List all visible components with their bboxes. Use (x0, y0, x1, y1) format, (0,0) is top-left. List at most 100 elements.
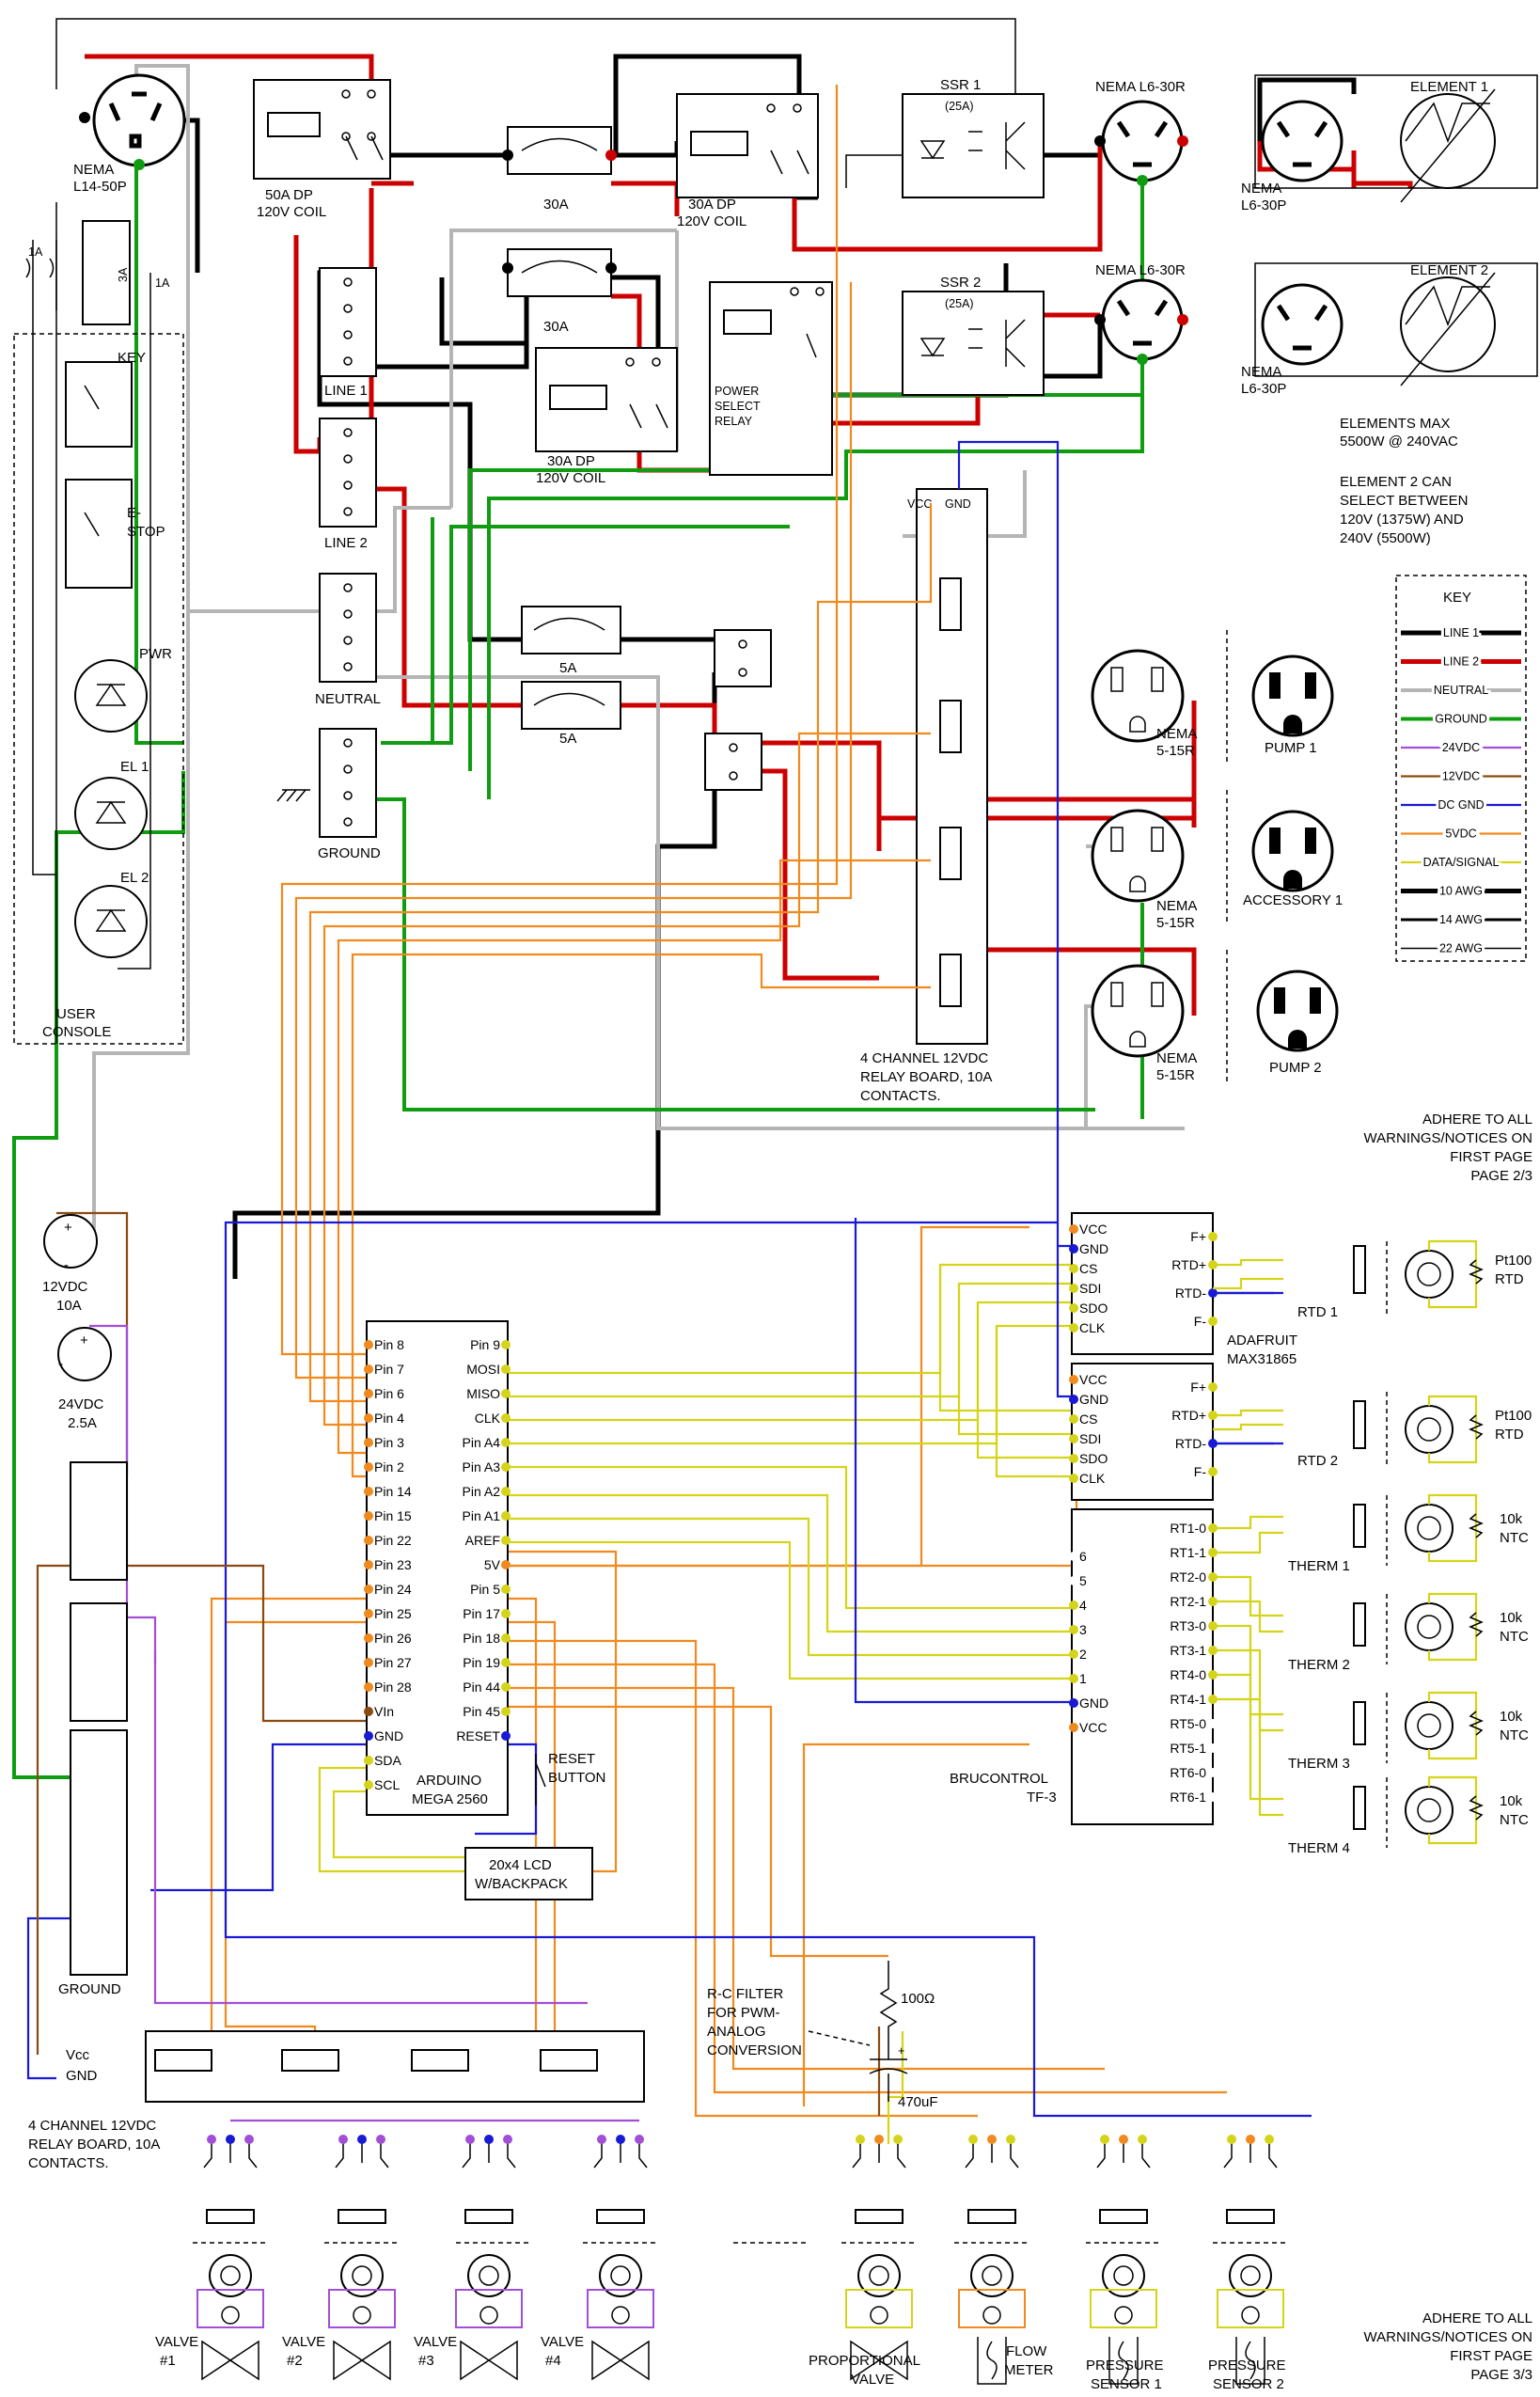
relay-board-top-3: CONTACTS. (860, 1088, 941, 1104)
ard-left-pin-9: Pin 23 (374, 1557, 412, 1572)
ard-right-pin-4: Pin A4 (463, 1435, 501, 1450)
dev-head-inner-1 (352, 2265, 372, 2286)
dev-pin-b-6 (1119, 2135, 1128, 2144)
rc-note-1: R-C FILTER (707, 1986, 784, 2002)
probe-inner-4 (1417, 1713, 1441, 1738)
fuse-5a-label-2: 5A (559, 731, 576, 747)
dev-plug-6 (1099, 2209, 1148, 2224)
ard-right-dot-12 (501, 1633, 511, 1643)
psu12-label-2: 10A (56, 1298, 82, 1314)
bru-rpin-3: RT2-1 (1170, 1594, 1206, 1609)
adhere-p3-4: PAGE 3/3 (1470, 2367, 1532, 2383)
max1-rpin-2: RTD- (1175, 1436, 1207, 1451)
key-label-1: LINE 2 (1443, 655, 1479, 669)
r100-label: 100Ω (901, 1991, 935, 2007)
note-e2-1: ELEMENT 2 CAN (1340, 474, 1452, 490)
receptacle-pump2: NEMA 5-15R PUMP 2 (1091, 964, 1339, 1083)
max0-ldot-5 (1069, 1323, 1078, 1333)
dev-wiring-6 (1090, 2289, 1157, 2328)
ard-right-pin-13: Pin 19 (463, 1655, 500, 1670)
dev-head-3 (599, 2254, 642, 2297)
dev-plug-3 (596, 2209, 645, 2224)
note-e2-3: 120V (1375W) AND (1340, 512, 1464, 528)
psu12-label-1: 12VDC (42, 1279, 88, 1295)
ard-right-dot-11 (501, 1609, 511, 1618)
probe-5 (1405, 1786, 1454, 1835)
psu24-label-2: 2.5A (68, 1415, 97, 1431)
element1-plug-2: L6-30P (1241, 197, 1286, 213)
fuse-3a-label: 3A (117, 267, 130, 282)
fuse-30a-2: 30A (502, 248, 617, 335)
max0-rpin-3: F- (1194, 1314, 1207, 1329)
bru-ldot-5 (1069, 1674, 1078, 1683)
dev-pin-a-4 (856, 2135, 865, 2144)
dev-pin-b-7 (1246, 2135, 1255, 2144)
ard-left-pin-14: Pin 28 (374, 1679, 412, 1695)
ard-right-pin-0: Pin 9 (470, 1337, 500, 1352)
max1-ldot-1 (1069, 1395, 1078, 1404)
dev-plug-7 (1226, 2209, 1275, 2224)
power-select-relay: POWER SELECT RELAY (709, 281, 833, 476)
ard-left-pin-2: Pin 6 (374, 1386, 404, 1401)
dev-body-7 (1241, 2306, 1260, 2325)
bru-lpin-0: 6 (1079, 1549, 1087, 1564)
lcd-label-2: W/BACKPACK (475, 1876, 568, 1892)
ard-right-pin-10: Pin 5 (470, 1582, 500, 1597)
bru-rpin-0: RT1-0 (1170, 1521, 1206, 1536)
dev-head-inner-0 (220, 2265, 241, 2286)
key-label-3: GROUND (1435, 713, 1487, 726)
ard-right-pin-12: Pin 18 (463, 1631, 500, 1646)
therm-plug-1 (1353, 1602, 1366, 1647)
dev-pin-b-0 (226, 2135, 235, 2144)
dev-pin-a-1 (338, 2135, 348, 2144)
key-label-7: 5VDC (1445, 828, 1476, 841)
max1-lpin-0: VCC (1079, 1372, 1108, 1387)
dev-body-3 (611, 2306, 630, 2325)
bru-rpin-8: RT5-0 (1170, 1716, 1206, 1731)
therm-wire-0 (1213, 1515, 1283, 1554)
therm-plug-3 (1353, 1786, 1366, 1830)
probe-inner-5 (1417, 1798, 1441, 1822)
elements-notes: ELEMENTS MAX 5500W @ 240VAC ELEMENT 2 CA… (1340, 416, 1468, 546)
bru-rpin-10: RT6-0 (1170, 1765, 1206, 1780)
dev-pin-b-3 (616, 2135, 625, 2144)
ard-left-dot-14 (364, 1682, 373, 1692)
rtd1-label: RTD 1 (1297, 1304, 1338, 1320)
inlet-label-line1: NEMA (73, 162, 114, 178)
l630r-label-2: NEMA L6-30R (1095, 262, 1186, 278)
bru-ldot-1 (1069, 1576, 1078, 1585)
accessory1-label: ACCESSORY 1 (1243, 892, 1343, 908)
relay-30a-label-2b: 120V COIL (536, 470, 605, 486)
ard-right-pin-16: RESET (456, 1728, 500, 1743)
terminal-splice-1 (714, 629, 772, 687)
c470-label: 470uF (898, 2094, 938, 2110)
psu12-minus: - (64, 1257, 69, 1273)
dev-wiring-1 (328, 2289, 396, 2328)
rtd-label-1-b: RTD (1495, 1427, 1524, 1443)
bru-rpin-9: RT5-1 (1170, 1741, 1206, 1756)
max0-lpin-3: SDI (1079, 1281, 1101, 1296)
bru-rpin-2: RT2-0 (1170, 1569, 1206, 1585)
el1-label: EL 1 (120, 759, 149, 775)
ntc-label-5-a: 10k (1500, 1793, 1523, 1809)
bru-lpin-7: VCC (1079, 1720, 1108, 1735)
element2-plug-2: L6-30P (1241, 381, 1286, 397)
bru-ldot-3 (1069, 1625, 1078, 1634)
dev-pin-c-7 (1265, 2135, 1274, 2144)
max0-lpin-0: VCC (1079, 1222, 1108, 1237)
ard-left-pin-18: SCL (374, 1777, 400, 1792)
max0-lpin-4: SDO (1079, 1301, 1108, 1316)
bottom-vcc: Vcc (66, 2047, 90, 2063)
bru-rdot-6 (1208, 1670, 1218, 1679)
ard-right-dot-4 (501, 1438, 511, 1447)
ground-label: GROUND (318, 845, 381, 861)
terminal-line2: LINE 2 (319, 418, 377, 551)
note-elements-max-1: ELEMENTS MAX (1340, 416, 1451, 432)
dev-pin-a-3 (597, 2135, 606, 2144)
dev-head-6 (1102, 2254, 1145, 2297)
relay-board-bottom: Vcc GND 4 CHANNEL 12VDC RELAY BOARD, 10A… (28, 2030, 645, 2171)
ssr2-rating: (25A) (945, 297, 974, 310)
max0-ldot-1 (1069, 1244, 1078, 1254)
dev-pin-c-5 (1006, 2135, 1015, 2144)
